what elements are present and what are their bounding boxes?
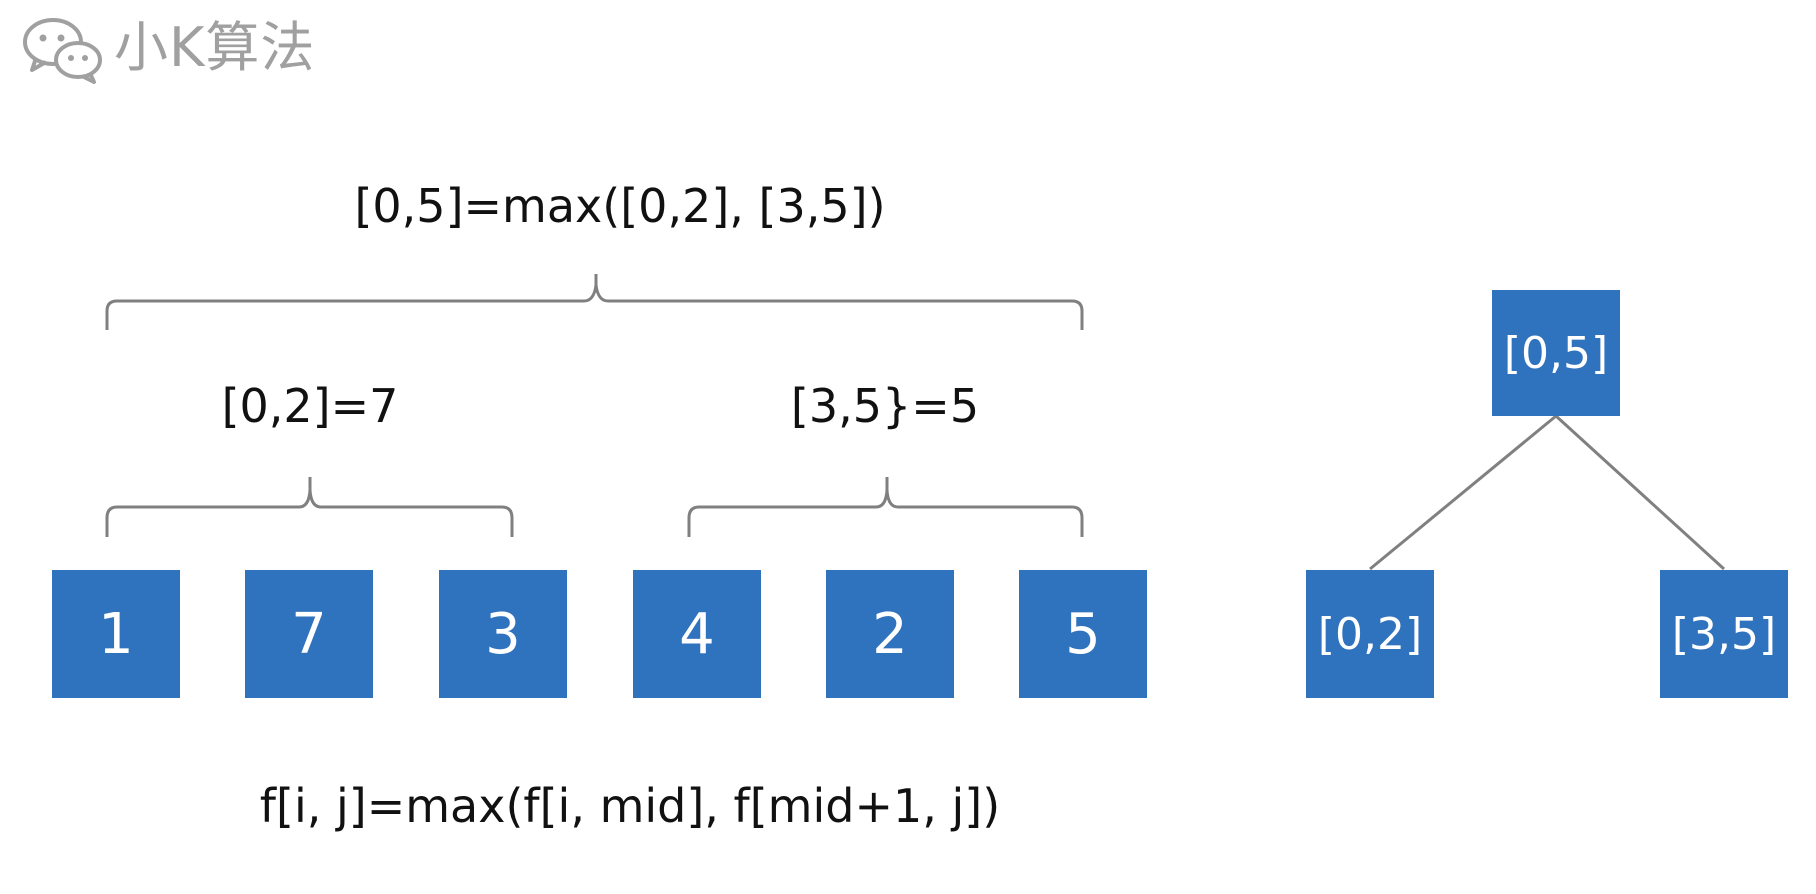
wechat-icon [23,18,102,84]
brace-left [105,477,514,537]
watermark-text: 小K算法 [114,16,316,79]
formula-recurrence: f[i, j]=max(f[i, mid], f[mid+1, j]) [259,779,1001,833]
array-cell-0: 1 [52,570,180,698]
brace-right [687,477,1084,537]
formula-root: [0,5]=max([0,2], [3,5]) [354,179,886,233]
array-cell-3: 4 [633,570,761,698]
tree-node-right: [3,5] [1660,570,1788,698]
tree-node-left: [0,2] [1306,570,1434,698]
brace-all [105,274,1084,330]
formula-right-range: [3,5}=5 [790,379,980,433]
watermark: 小K算法 [20,12,315,84]
tree-node-root: [0,5] [1492,290,1620,416]
array-cell-2: 3 [439,570,567,698]
array-cell-5: 5 [1019,570,1147,698]
array-cell-4: 2 [826,570,954,698]
tree-edge-left [1369,414,1557,571]
tree-edge-right [1554,414,1726,571]
array-cell-1: 7 [245,570,373,698]
formula-left-range: [0,2]=7 [221,379,399,433]
